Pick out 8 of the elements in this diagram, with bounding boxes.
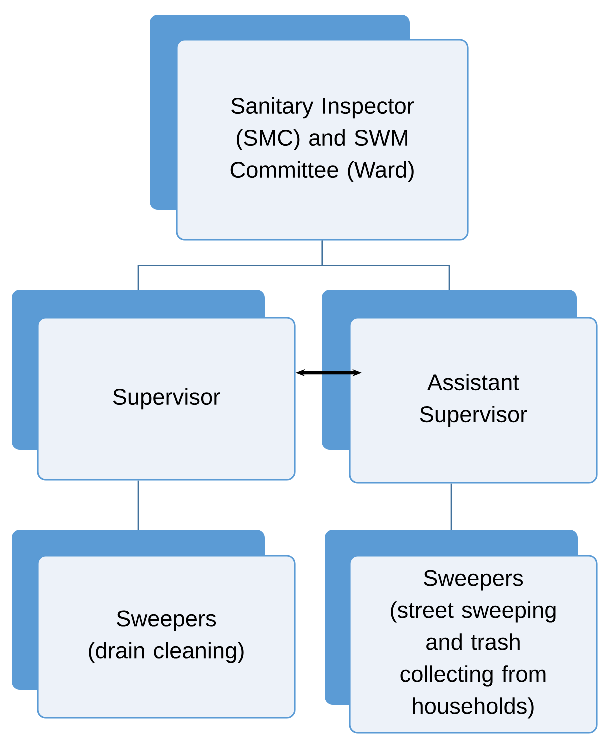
org-box: Sweepers (street sweeping and trash collecting from households) (325, 530, 598, 734)
org-box: Assistant Supervisor (322, 290, 598, 484)
org-box: Supervisor (12, 290, 296, 481)
connector-line (322, 240, 450, 290)
org-box: Sanitary Inspector (SMC) and SWM Committee (Ward) (150, 15, 469, 241)
connector-line (450, 484, 452, 530)
org-box: Sweepers (drain cleaning) (12, 530, 296, 719)
connector-line (138, 480, 140, 530)
